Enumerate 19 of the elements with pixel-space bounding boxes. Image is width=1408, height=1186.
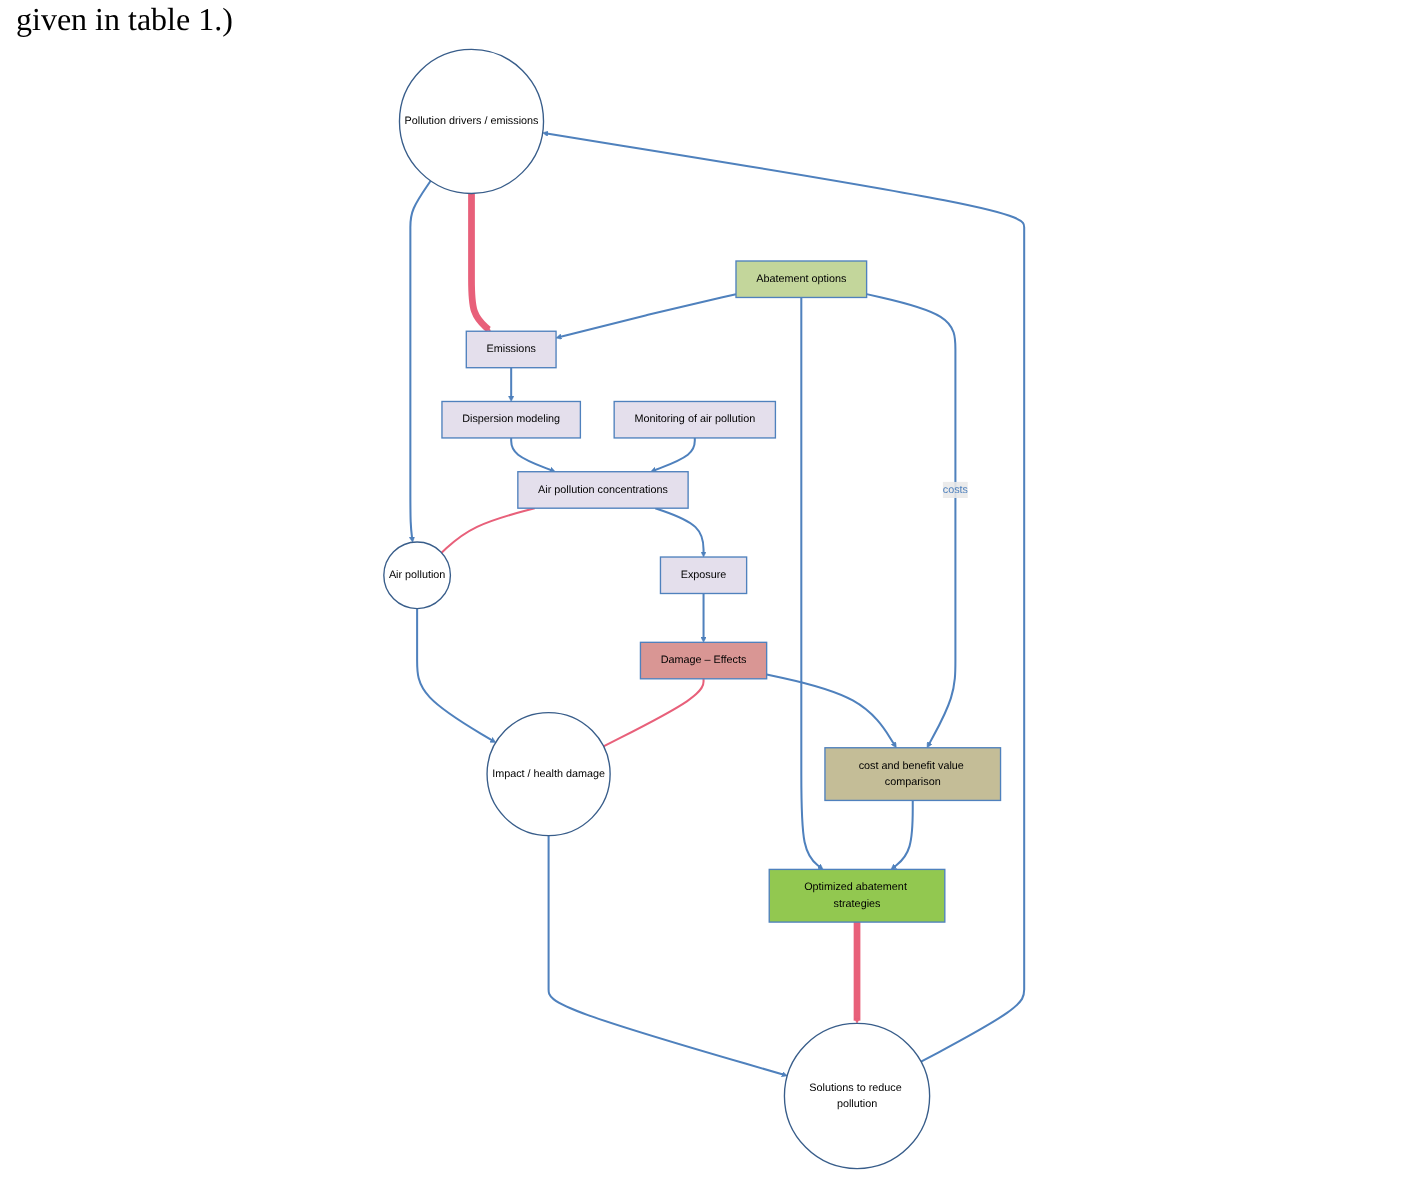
arrow bbox=[766, 673, 897, 749]
note-text: given in table 1.) bbox=[16, 4, 235, 40]
arrow bbox=[508, 367, 515, 402]
connector bbox=[440, 507, 535, 554]
arrow bbox=[654, 507, 707, 558]
arrow bbox=[409, 180, 432, 543]
arrow bbox=[468, 192, 491, 332]
arrow bbox=[547, 835, 788, 1078]
arrow bbox=[510, 437, 556, 473]
arrow bbox=[890, 800, 914, 870]
arrow bbox=[555, 293, 737, 340]
connector bbox=[603, 678, 705, 748]
arrow bbox=[416, 608, 496, 743]
arrow bbox=[542, 130, 1026, 1063]
arrow bbox=[700, 593, 707, 643]
arrow bbox=[866, 293, 957, 749]
arrow bbox=[853, 921, 861, 1024]
arrow bbox=[800, 297, 824, 870]
arrow bbox=[650, 437, 696, 473]
